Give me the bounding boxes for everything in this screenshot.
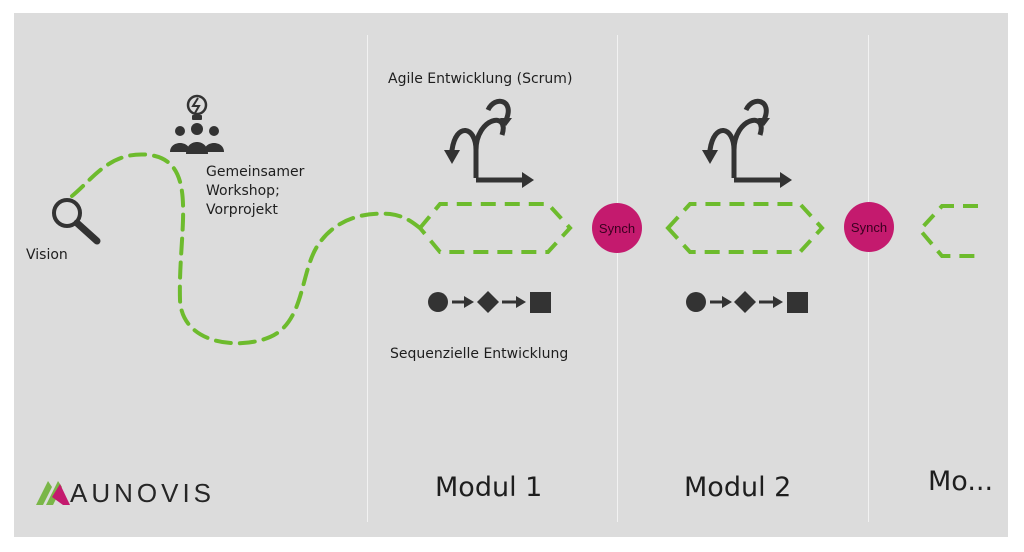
scrum-cycle-icon	[444, 98, 534, 188]
workshop-label: Gemeinsamer Workshop; Vorprojekt	[206, 163, 304, 220]
iteration-hexagon-1	[417, 202, 573, 254]
sequence-icon	[686, 291, 808, 313]
scrum-cycle-icon	[702, 98, 792, 188]
svg-text:Synch: Synch	[599, 221, 635, 236]
vision-label: Vision	[26, 247, 68, 263]
column-divider	[367, 35, 368, 522]
aunovis-logo-text: AUNOVIS	[70, 478, 216, 508]
workshop-label-line: Workshop;	[206, 183, 280, 199]
sequential-label: Sequenzielle Entwicklung	[390, 346, 569, 362]
workshop-label-line: Vorprojekt	[206, 202, 278, 218]
iteration-hexagon-3	[917, 204, 978, 258]
workshop-label-line: Gemeinsamer	[206, 164, 305, 180]
team-idea-icon	[170, 94, 224, 154]
module-2-title: Modul 2	[684, 472, 792, 503]
module-3-title: Mo...	[928, 466, 994, 497]
aunovis-logo-mark	[36, 481, 70, 505]
iteration-hexagon-2	[665, 202, 825, 254]
column-divider	[868, 35, 869, 522]
synch-marker-2: Synch	[844, 202, 894, 252]
agile-label: Agile Entwicklung (Scrum)	[388, 71, 573, 87]
svg-text:Synch: Synch	[851, 220, 887, 235]
journey-path	[70, 152, 422, 346]
column-divider	[617, 35, 618, 522]
synch-marker-1: Synch	[592, 203, 642, 253]
search-icon	[52, 198, 101, 245]
sequence-icon	[428, 291, 551, 313]
module-1-title: Modul 1	[435, 472, 543, 503]
